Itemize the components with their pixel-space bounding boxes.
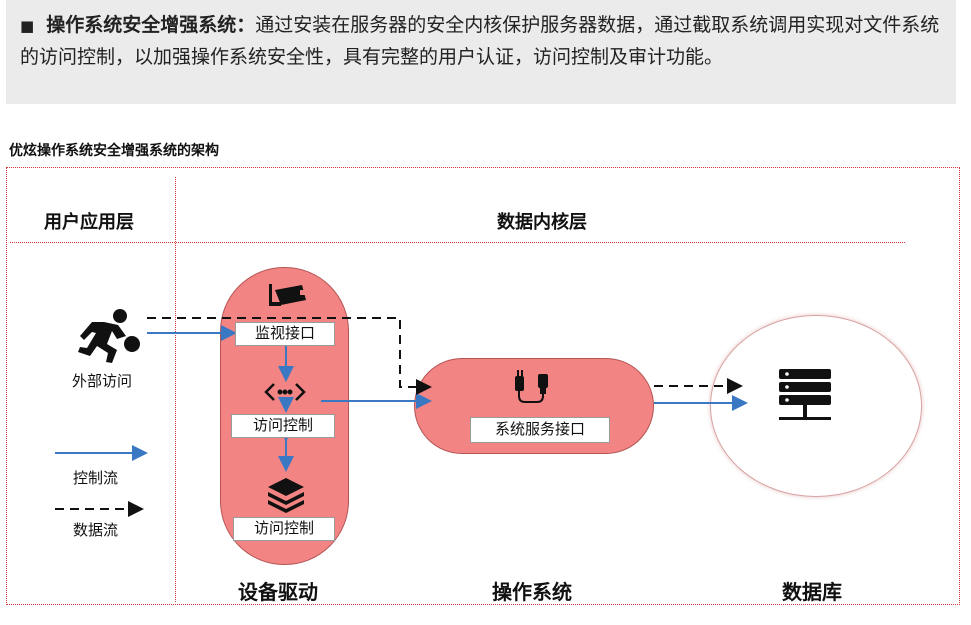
layer-divider-horizontal — [10, 242, 905, 243]
bullet-icon: ■ — [20, 17, 35, 35]
layer-divider-vertical — [175, 177, 176, 602]
intro-panel: ■ 操作系统安全增强系统：通过安装在服务器的安全内核保护服务器数据，通过截取系统调… — [6, 0, 956, 104]
access-control-box-2: 访问控制 — [233, 517, 335, 541]
intro-body: 通过安装在服务器的安全内核保护服务器数据，通过截取系统调用实现对文件系统的访问控… — [20, 14, 940, 68]
syscall-interface-box: 系统服务接口 — [470, 417, 610, 443]
legend-data-label: 数据流 — [73, 521, 119, 539]
surveillance-camera-icon — [269, 284, 307, 306]
server-icon — [779, 369, 831, 420]
access-control-box-1: 访问控制 — [231, 414, 335, 438]
kernel-layer-header: 数据内核层 — [497, 212, 587, 233]
user-layer-header: 用户应用层 — [44, 212, 134, 233]
legend-control-label: 控制流 — [73, 469, 119, 487]
usb-plug-icon — [515, 370, 548, 403]
diagram-frame — [6, 167, 960, 605]
running-person-icon — [78, 309, 140, 363]
actor-label: 外部访问 — [72, 372, 133, 390]
zone-label-os: 操作系统 — [492, 580, 572, 604]
monitor-interface-box: 监视接口 — [235, 322, 335, 346]
layers-icon — [268, 478, 304, 513]
diagram-caption: 优炫操作系统安全增强系统的架构 — [9, 143, 219, 159]
intro-lead: 操作系统安全增强系统： — [46, 14, 256, 36]
data-arrow-actor-to-os — [147, 317, 432, 395]
code-brackets-icon — [264, 383, 306, 401]
intro-text: ■ 操作系统安全增强系统：通过安装在服务器的安全内核保护服务器数据，通过截取系统调… — [20, 10, 940, 73]
zone-label-driver: 设备驱动 — [238, 580, 318, 604]
zone-label-db: 数据库 — [782, 580, 842, 604]
